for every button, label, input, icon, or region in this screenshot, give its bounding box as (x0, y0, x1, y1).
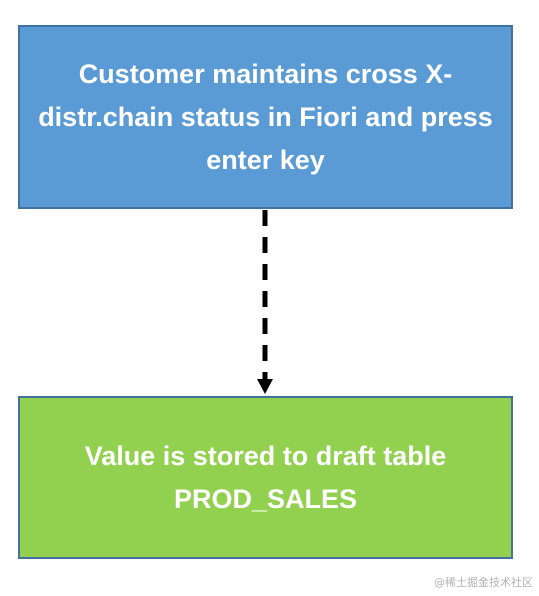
customer-maintains-status-node: Customer maintains cross X-distr.chain s… (18, 25, 513, 209)
arrow-head-icon (257, 379, 273, 394)
draft-table-text: Value is stored to draft table PROD_SALE… (84, 440, 447, 514)
watermark: @稀土掘金技术社区 (434, 576, 533, 589)
draft-table-node: Value is stored to draft table PROD_SALE… (18, 396, 513, 559)
customer-maintains-status-text: Customer maintains cross X-distr.chain s… (38, 58, 493, 175)
